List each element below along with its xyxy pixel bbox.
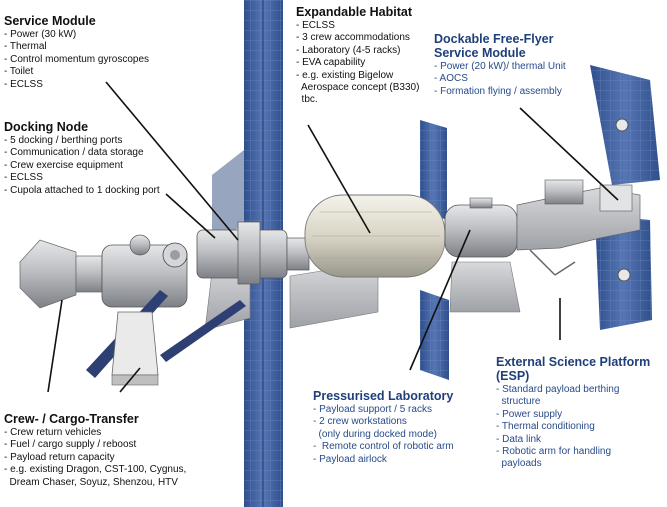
list-item: - Remote control of robotic arm: [313, 441, 454, 453]
esp-label: External Science Platform (ESP) - Standa…: [493, 354, 654, 473]
list-item: - Communication / data storage: [4, 147, 144, 159]
expandable-habitat-body: [304, 194, 446, 278]
list-item: (only during docked mode): [313, 428, 437, 440]
list-item: Aerospace concept (B330): [296, 82, 420, 94]
list-item: - Standard payload berthing: [496, 384, 620, 395]
free-flyer-list: - Power (20 kW)/ thermal Unit - AOCS - F…: [434, 61, 566, 98]
pressurised-lab-list: - Payload support / 5 racks - 2 crew wor…: [313, 404, 454, 466]
list-item: - EVA capability: [296, 57, 366, 69]
free-flyer-title-line1: Dockable Free-Flyer: [434, 32, 554, 46]
list-item: - Formation flying / assembly: [434, 85, 562, 97]
list-item: - Laboratory (4-5 racks): [296, 44, 401, 56]
list-item: - e.g. existing Dragon, CST-100, Cygnus,: [4, 464, 187, 476]
expandable-habitat-label: Expandable Habitat - ECLSS - 3 crew acco…: [293, 4, 423, 109]
docking-node-label: Docking Node - 5 docking / berthing port…: [4, 120, 160, 197]
free-flyer-title-line2: Service Module: [434, 46, 526, 60]
list-item: - Crew return vehicles: [4, 427, 102, 438]
list-item: - Power (20 kW)/ thermal Unit: [434, 61, 566, 72]
esp-title-line2: (ESP): [496, 369, 530, 383]
cargo-capsule-lower: [86, 290, 246, 386]
service-module-list: - Power (30 kW) - Thermal - Control mome…: [4, 29, 149, 91]
list-item: - Control momentum gyroscopes: [4, 53, 150, 65]
crew-cargo-title: Crew- / Cargo-Transfer: [4, 412, 139, 426]
free-flyer-label: Dockable Free-Flyer Service Module - Pow…: [434, 32, 566, 98]
pressurised-lab-title: Pressurised Laboratory: [313, 389, 454, 403]
upper-solar-panel: [212, 150, 244, 243]
docking-node-list: - 5 docking / berthing ports - Communica…: [4, 135, 160, 197]
crew-cargo-list: - Crew return vehicles - Fuel / cargo su…: [4, 427, 186, 489]
list-item: Dream Chaser, Soyuz, Shenzou, HTV: [4, 476, 178, 488]
list-item: structure: [496, 396, 541, 408]
list-item: - 3 crew accommodations: [296, 32, 410, 44]
list-item: - 5 docking / berthing ports: [4, 135, 123, 146]
leader-lines: [47, 81, 619, 393]
pressurised-lab-label: Pressurised Laboratory - Payload support…: [310, 388, 457, 469]
docking-node-body: [101, 234, 188, 308]
list-item: - Payload support / 5 racks: [313, 404, 432, 415]
list-item: - Cupola attached to 1 docking port: [4, 184, 160, 196]
list-item: - Toilet: [4, 66, 34, 78]
crew-capsule-left: [19, 239, 103, 309]
list-item: - ECLSS: [4, 172, 43, 184]
expandable-habitat-title: Expandable Habitat: [296, 5, 412, 19]
free-flyer-solar-panels: [590, 65, 660, 330]
list-item: - Payload return capacity: [4, 451, 115, 463]
crew-cargo-label: Crew- / Cargo-Transfer - Crew return veh…: [4, 412, 186, 489]
lab-solar-panels: [420, 120, 449, 380]
list-item: - Payload airlock: [313, 453, 387, 465]
service-module-label: Service Module - Power (30 kW) - Thermal…: [4, 14, 149, 91]
list-item: - AOCS: [434, 73, 468, 85]
esp-title-line1: External Science Platform: [496, 355, 651, 369]
list-item: payloads: [496, 458, 542, 470]
esp-list: - Standard payload berthing structure - …: [496, 384, 650, 471]
esp-and-free-flyer-body: [516, 179, 641, 276]
list-item: - Data link: [496, 433, 542, 445]
list-item: - Power supply: [496, 408, 563, 420]
list-item: - Robotic arm for handling: [496, 446, 612, 458]
list-item: - Power (30 kW): [4, 29, 77, 40]
list-item: - 2 crew workstations: [313, 416, 407, 428]
service-module-title: Service Module: [4, 14, 96, 28]
list-item: - ECLSS: [296, 20, 335, 31]
docking-node-title: Docking Node: [4, 120, 89, 134]
expandable-habitat-list: - ECLSS - 3 crew accommodations - Labora…: [296, 20, 419, 107]
list-item: - ECLSS: [4, 78, 43, 90]
pressurised-lab-body: [444, 197, 518, 258]
list-item: - Crew exercise equipment: [4, 159, 123, 171]
list-item: - Thermal conditioning: [496, 421, 595, 433]
list-item: tbc.: [296, 94, 318, 106]
service-module-body: [196, 221, 288, 285]
list-item: - Fuel / cargo supply / reboost: [4, 439, 137, 451]
list-item: - e.g. existing Bigelow: [296, 69, 394, 81]
list-item: - Thermal: [4, 41, 47, 53]
